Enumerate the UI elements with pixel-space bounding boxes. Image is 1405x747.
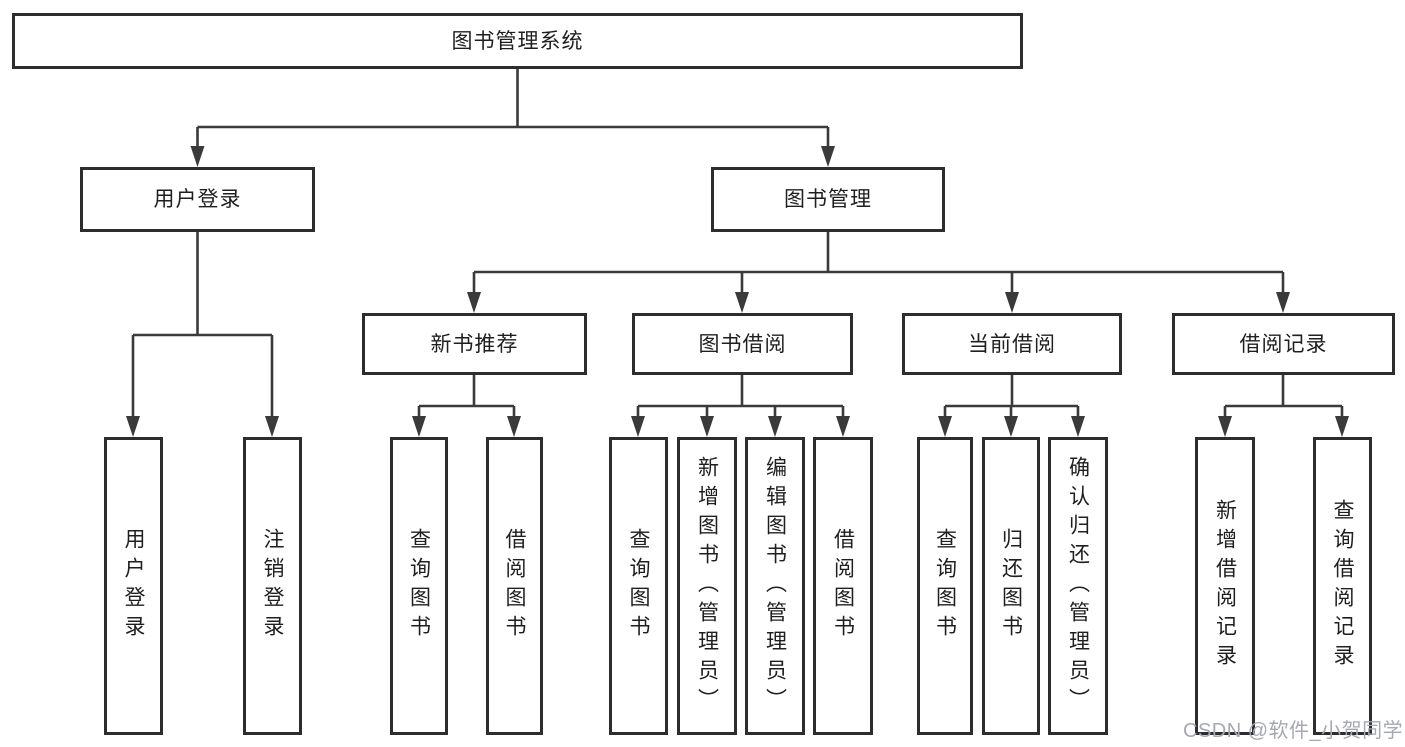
leaf-query-books-recommend: 查询图书 [390,437,448,735]
leaf-query-books-current: 查询图书 [917,437,973,735]
leaf-user-login: 用户登录 [104,437,163,735]
leaf-logout: 注销登录 [243,437,302,735]
node-book-borrowing: 图书借阅 [632,313,853,375]
node-new-book-recommend: 新书推荐 [362,313,587,375]
node-book-management: 图书管理 [711,167,945,232]
node-user-login: 用户登录 [80,167,315,232]
leaf-borrow-books-recommend: 借阅图书 [486,437,543,735]
node-library-system: 图书管理系统 [12,13,1023,69]
leaf-add-borrow-record: 新增借阅记录 [1195,437,1255,735]
leaf-query-books-borrowing: 查询图书 [609,437,668,735]
leaf-query-borrow-record: 查询借阅记录 [1313,437,1372,735]
leaf-add-books-admin: 新增图书（管理员） [677,437,737,735]
node-borrowing-records: 借阅记录 [1172,313,1395,375]
watermark: CSDN @软件_小贺同学 [1183,720,1404,742]
leaf-borrow-books-borrowing: 借阅图书 [813,437,873,735]
node-current-borrowing: 当前借阅 [902,313,1122,375]
leaf-confirm-return-admin: 确认归还（管理员） [1048,437,1108,735]
leaf-edit-books-admin: 编辑图书（管理员） [745,437,805,735]
leaf-return-books: 归还图书 [982,437,1040,735]
arrowheads [126,146,1349,437]
